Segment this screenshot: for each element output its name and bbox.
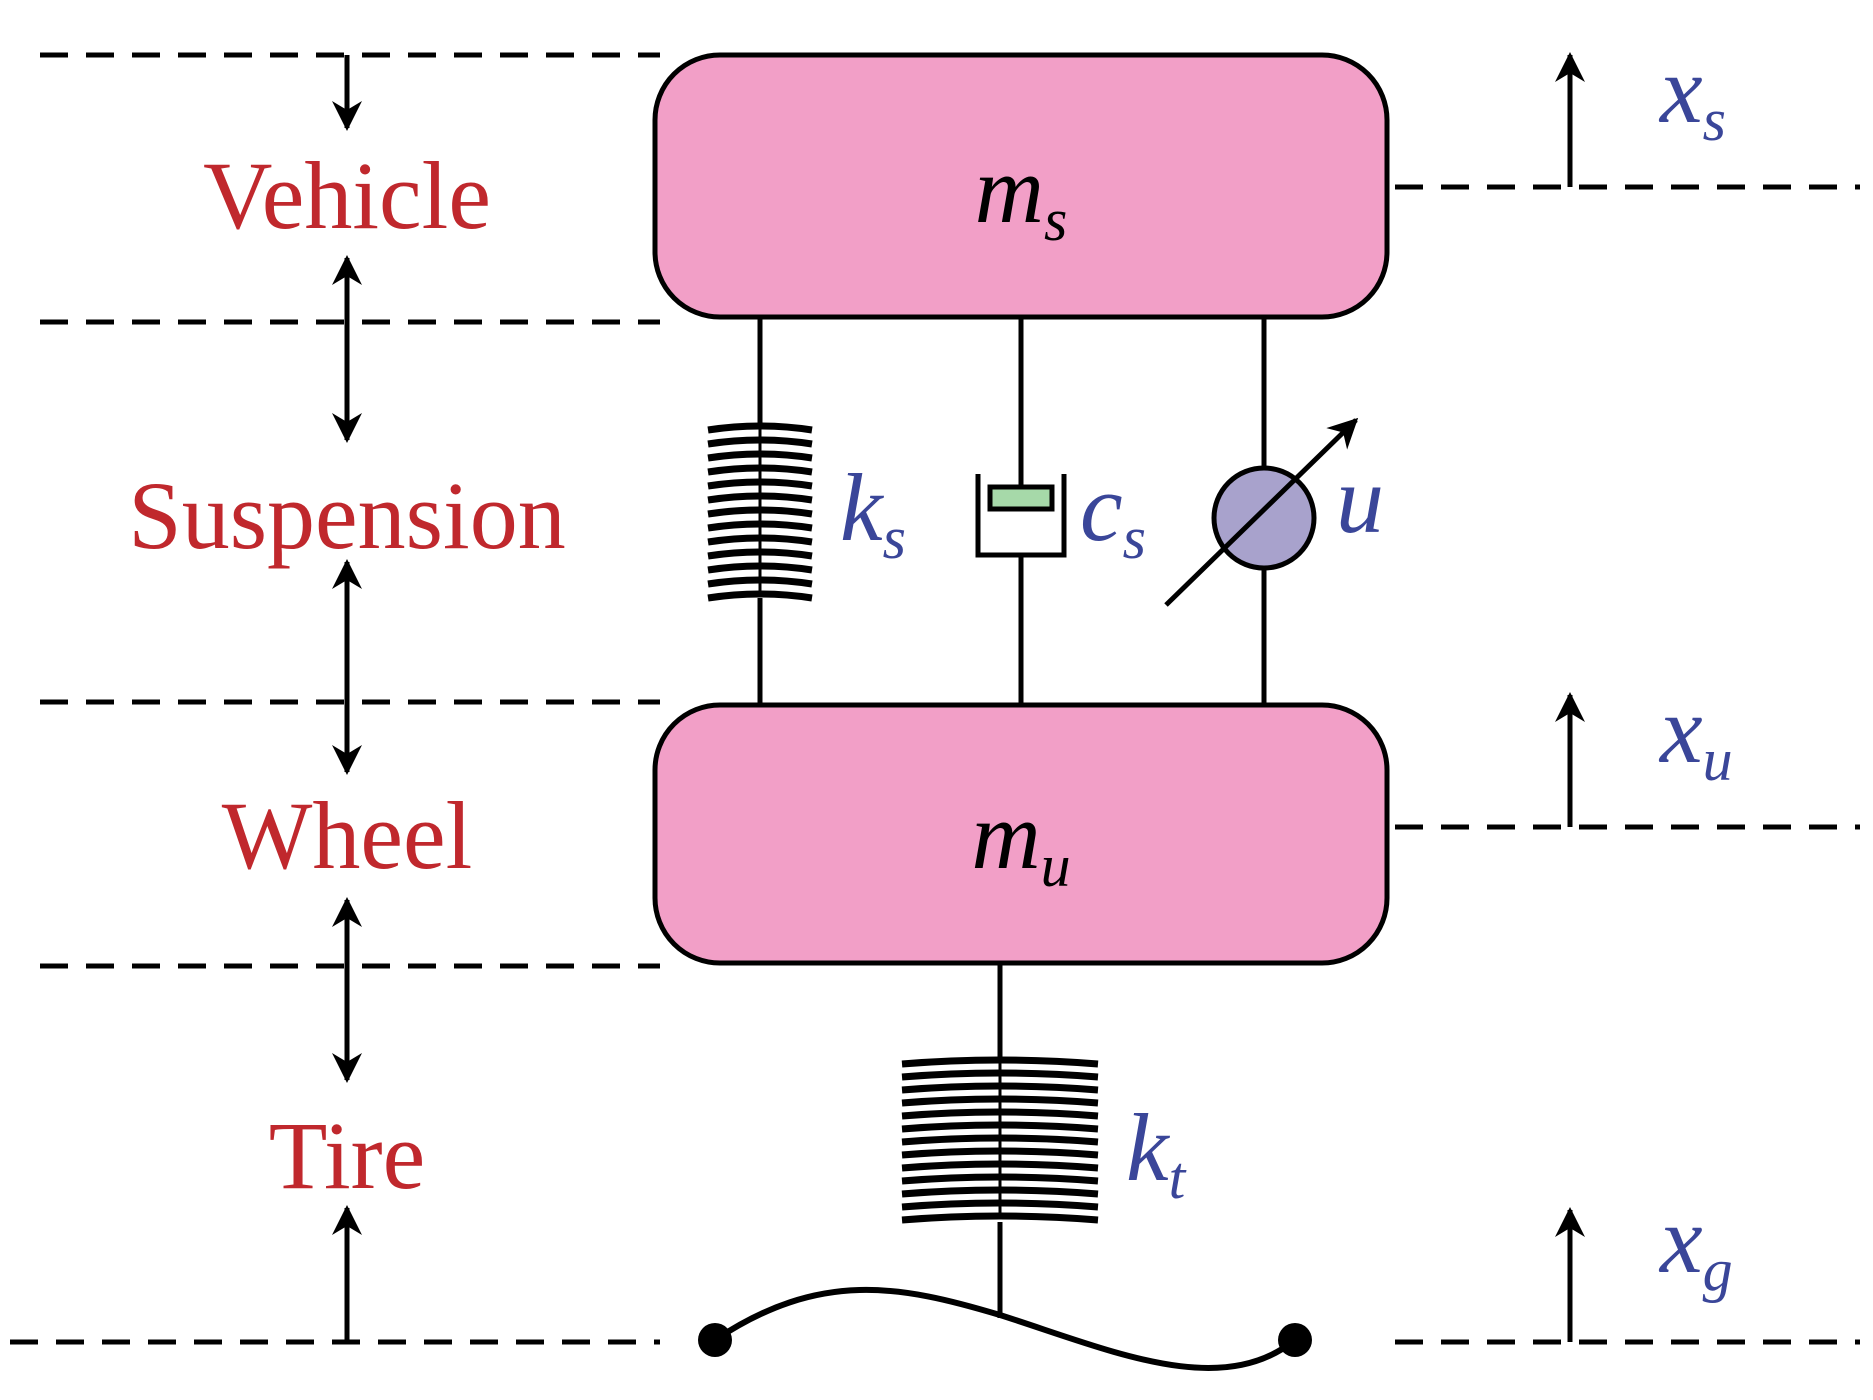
sprung-mass-label: ms (975, 136, 1068, 253)
road-curve (713, 1287, 1297, 1371)
suspension-damper: cs (975, 317, 1146, 705)
road-endpoint-left (698, 1323, 732, 1357)
actuator-circle (1211, 465, 1317, 571)
sprung-mass: ms (652, 52, 1390, 320)
suspension-actuator: u (1164, 317, 1384, 705)
left-reference-lines (10, 52, 660, 1345)
section-label-tire: Tire (269, 1102, 426, 1209)
spring-coil-turn (707, 422, 813, 434)
damper-label: cs (1080, 454, 1146, 571)
displacement-label-xu: xu (1658, 676, 1733, 793)
section-label-wheel: Wheel (222, 782, 473, 889)
actuator-label: u (1336, 446, 1384, 553)
section-label-suspension: Suspension (128, 462, 565, 569)
damper-piston (987, 484, 1055, 512)
road-endpoint-right (1278, 1323, 1312, 1357)
displacement-labels: xs xu xg (1658, 36, 1733, 1303)
unsprung-mass-label: mu (971, 782, 1070, 899)
displacement-label-xs: xs (1658, 36, 1726, 153)
spring-coil-turn (901, 1056, 1099, 1068)
unsprung-mass: mu (652, 702, 1390, 966)
actuator-arrow (1164, 417, 1359, 607)
road-profile (698, 1287, 1312, 1371)
section-labels: Vehicle Suspension Wheel Tire (128, 142, 565, 1209)
suspension-spring: ks (707, 317, 906, 705)
suspension-spring-coil (707, 422, 813, 602)
section-label-vehicle: Vehicle (203, 142, 491, 249)
right-reference-lines (1395, 184, 1860, 1345)
displacement-label-xg: xg (1658, 1186, 1733, 1303)
tire-spring-coil (901, 1056, 1099, 1224)
tire-spring-label: kt (1126, 1094, 1187, 1211)
tire-spring: kt (901, 963, 1187, 1318)
suspension-spring-label: ks (840, 454, 906, 571)
